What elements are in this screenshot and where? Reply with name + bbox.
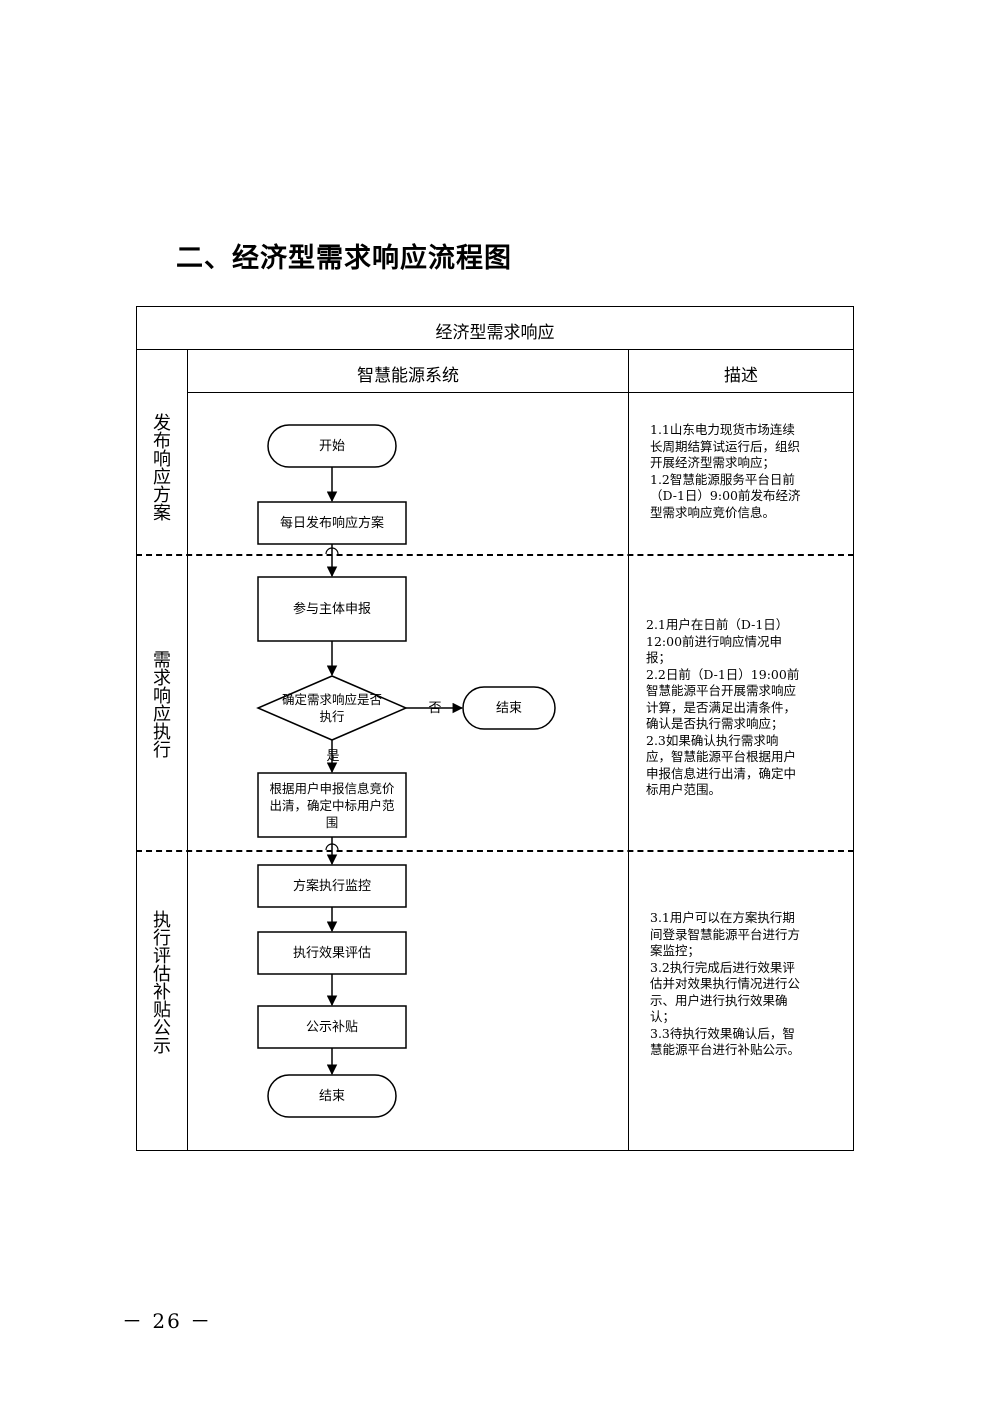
report-node-shape [257,576,407,642]
lane-description-publish: 1.1山东电力现货市场连续 长周期结算试运行后，组织 开展经济型需求响应； 1.… [650,422,801,520]
header-divider [187,392,854,393]
page-heading: 二、经济型需求响应流程图 [176,243,512,274]
edge-label-yes: 是 [326,748,340,764]
start-node: 开始 [318,438,345,454]
lane-description-evaluate: 3.1用户可以在方案执行期 间登录智慧能源平台进行方 案监控； 3.2执行完成后… [650,910,801,1057]
page-number: － 26 － [122,1309,213,1333]
monitor-node: 方案执行监控 [292,878,371,894]
crossing-hop-1 [325,547,339,555]
table-title: 经济型需求响应 [435,323,555,343]
clear-node-shape [257,772,407,838]
flowchart-table [136,306,854,1151]
lane-label-publish: 发布响应方案 [150,413,171,521]
publicize-node: 公示补贴 [305,1019,358,1035]
monitor-node-shape [257,864,407,908]
edge-label-no: 否 [428,700,442,716]
crossing-hop-2 [325,843,339,851]
lane-description-execute: 2.1用户在日前（D-1日） 12:00前进行响应情况申 报； 2.2日前（D-… [646,617,800,797]
publish-node: 每日发布响应方案 [279,515,384,531]
lane-label-execute: 需求响应执行 [150,650,171,758]
column-header-system: 智慧能源系统 [357,366,459,386]
lane-separator-2 [136,850,854,852]
end-no-node: 结束 [495,700,522,716]
column-header-description: 描述 [724,366,758,386]
clear-node: 根据用户申报信息竞价 出清，确定中标用户范 围 [269,780,395,830]
evaluate-node: 执行效果评估 [292,945,371,961]
end-node: 结束 [318,1088,345,1104]
lane-label-evaluate: 执行评估补贴公示 [150,910,171,1054]
title-divider [136,349,854,350]
lane-label-divider [187,349,188,1150]
evaluate-node-shape [257,931,407,975]
decision-node: 确定需求响应是否 执行 [281,692,382,724]
lane-separator-1 [136,554,854,556]
publicize-node-shape [257,1005,407,1049]
report-node: 参与主体申报 [292,601,371,617]
desc-column-divider [628,349,629,1150]
publish-node-shape [257,501,407,545]
